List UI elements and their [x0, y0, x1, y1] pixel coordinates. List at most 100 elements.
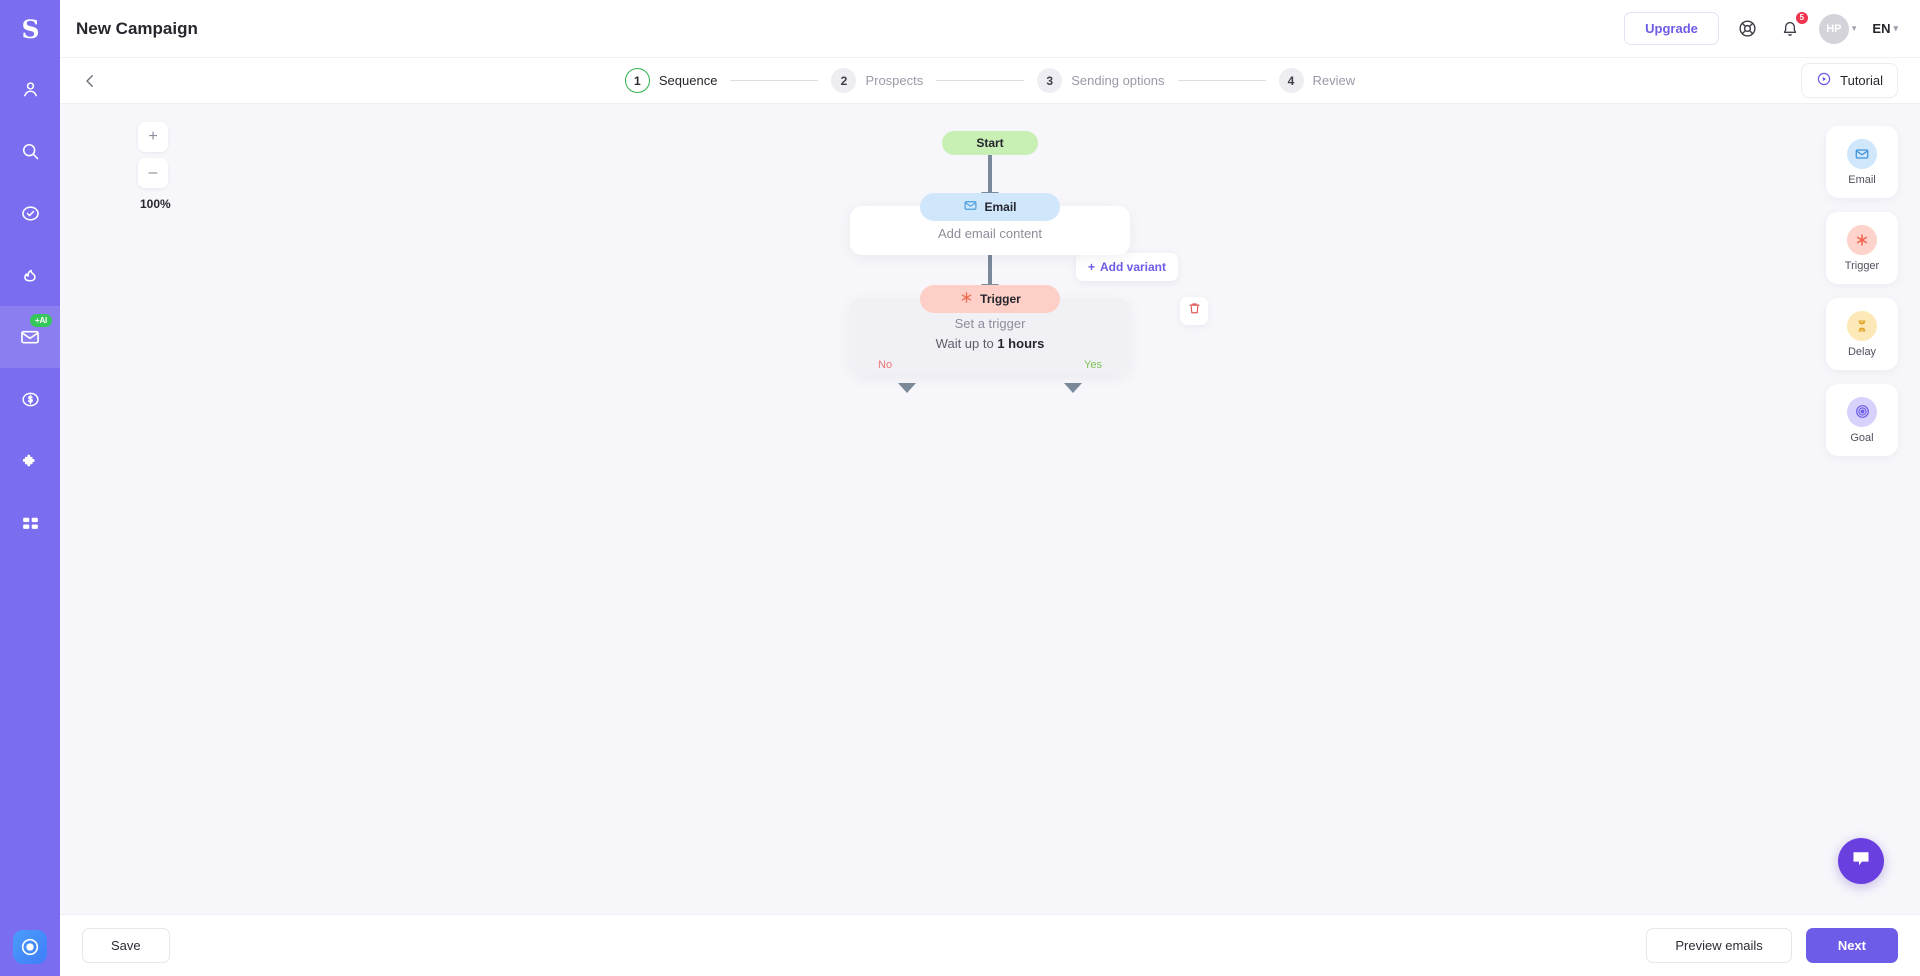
start-label: Start — [976, 136, 1004, 150]
header-actions: Upgrade 5 HP ▾ EN ▾ — [1624, 10, 1898, 45]
next-button[interactable]: Next — [1805, 928, 1898, 963]
app-logo[interactable]: S — [21, 14, 39, 44]
trigger-branch-labels: No Yes — [850, 351, 1130, 371]
rail-item-contacts[interactable] — [0, 58, 60, 120]
zoom-controls: + – 100% — [138, 122, 171, 211]
footer-actions: Preview emails Next — [1646, 928, 1898, 963]
wait-value[interactable]: 1 hours — [997, 336, 1045, 351]
bell-icon[interactable]: 5 — [1777, 10, 1809, 42]
palette-item-goal[interactable]: Goal — [1826, 384, 1898, 456]
stepper: 1 Sequence 2 Prospects 3 Sending options… — [60, 68, 1920, 93]
palette-label: Goal — [1850, 431, 1874, 444]
rail-item-integrations[interactable] — [0, 430, 60, 492]
palette-label: Email — [1848, 173, 1876, 186]
tutorial-label: Tutorial — [1840, 73, 1883, 88]
grid-icon — [20, 513, 41, 534]
step-review[interactable]: 4 Review — [1278, 68, 1356, 93]
asterisk-icon — [959, 290, 974, 308]
preview-emails-button[interactable]: Preview emails — [1646, 928, 1792, 963]
wait-prefix-label: Wait up to — [935, 336, 994, 351]
palette-item-trigger[interactable]: Trigger — [1826, 212, 1898, 284]
asterisk-icon — [1847, 224, 1877, 255]
main-column: New Campaign Upgrade 5 HP ▾ EN ▾ — [60, 0, 1920, 976]
envelope-icon — [963, 198, 978, 216]
language-label: EN — [1872, 21, 1891, 36]
puzzle-icon — [20, 451, 41, 472]
trigger-node-card[interactable]: Set a trigger Wait up to 1 hours No Yes — [850, 298, 1130, 375]
arrow-left-icon[interactable] — [76, 67, 104, 95]
plus-icon: + — [1087, 260, 1095, 274]
zoom-in-button[interactable]: + — [138, 122, 168, 152]
search-icon — [20, 141, 41, 162]
chat-bubble-icon — [1849, 847, 1873, 876]
trigger-node-label: Trigger — [980, 292, 1021, 306]
connector-start-to-email — [988, 155, 992, 193]
trigger-node-placeholder: Set a trigger — [954, 316, 1026, 331]
rail-item-activity[interactable] — [0, 244, 60, 306]
rail-item-tasks[interactable] — [0, 182, 60, 244]
rail-bottom-widget[interactable] — [0, 930, 60, 964]
step-prospects[interactable]: 2 Prospects — [831, 68, 923, 93]
branch-no-label: No — [878, 359, 893, 371]
node-email[interactable]: Email Add email content + Add variant — [850, 193, 1178, 281]
trash-icon — [1187, 301, 1202, 321]
email-node-card[interactable]: Add email content — [850, 206, 1130, 255]
trigger-wait-row[interactable]: Wait up to 1 hours — [850, 336, 1130, 351]
footer-bar: Save Preview emails Next — [60, 914, 1920, 976]
flow-graph: Start Email Add email content + Add vari… — [850, 131, 1208, 393]
lifebuoy-icon[interactable] — [1735, 16, 1761, 42]
top-header: New Campaign Upgrade 5 HP ▾ EN ▾ — [60, 0, 1920, 58]
step-label: Review — [1312, 73, 1356, 88]
delete-trigger-button[interactable] — [1180, 297, 1208, 325]
hourglass-icon — [1847, 310, 1877, 341]
save-button[interactable]: Save — [82, 928, 170, 963]
avatar[interactable]: HP — [1818, 13, 1849, 44]
chat-support-button[interactable] — [1838, 838, 1884, 884]
rail-item-campaigns[interactable]: +AI — [0, 306, 60, 368]
tutorial-button[interactable]: Tutorial — [1801, 63, 1898, 98]
trigger-branch-arrows — [850, 375, 1130, 393]
node-start[interactable]: Start — [942, 131, 1038, 155]
record-icon — [13, 930, 47, 964]
node-trigger[interactable]: Trigger Set a trigger Wait up to 1 hours… — [850, 285, 1208, 375]
step-number: 2 — [831, 68, 857, 93]
ai-badge: +AI — [30, 314, 53, 327]
envelope-icon — [19, 326, 41, 348]
palette-label: Trigger — [1844, 259, 1880, 272]
person-icon — [20, 79, 41, 100]
palette-item-delay[interactable]: Delay — [1826, 298, 1898, 370]
rail-item-apps[interactable] — [0, 492, 60, 554]
palette-item-email[interactable]: Email — [1826, 126, 1898, 198]
envelope-icon — [1847, 138, 1877, 169]
trigger-node-pill[interactable]: Trigger — [920, 285, 1060, 313]
step-divider — [1177, 80, 1266, 81]
branch-no-arrow — [898, 383, 916, 393]
zoom-level: 100% — [140, 197, 171, 211]
language-selector[interactable]: EN ▾ — [1872, 21, 1898, 36]
zoom-out-button[interactable]: – — [138, 158, 168, 188]
check-circle-icon — [20, 203, 41, 224]
step-divider — [730, 80, 819, 81]
rail-item-billing[interactable] — [0, 368, 60, 430]
step-label: Sending options — [1071, 73, 1165, 88]
target-icon — [1847, 396, 1877, 427]
connector-email-to-trigger — [988, 255, 992, 285]
step-sending-options[interactable]: 3 Sending options — [1037, 68, 1165, 93]
palette-label: Delay — [1847, 345, 1877, 358]
chevron-down-icon: ▾ — [1893, 23, 1898, 33]
add-variant-label: Add variant — [1099, 260, 1166, 274]
step-number: 1 — [624, 68, 650, 93]
upgrade-button[interactable]: Upgrade — [1624, 12, 1719, 45]
dollar-circle-icon — [20, 389, 41, 410]
branch-yes-arrow — [1064, 383, 1082, 393]
step-sequence[interactable]: 1 Sequence — [624, 68, 718, 93]
sequence-canvas[interactable]: + – 100% Start Email Add email content — [60, 104, 1920, 914]
add-variant-button[interactable]: + Add variant — [1075, 253, 1178, 281]
flame-icon — [20, 265, 41, 286]
notification-badge: 5 — [1794, 10, 1809, 25]
rail-item-search[interactable] — [0, 120, 60, 182]
email-node-pill[interactable]: Email — [920, 193, 1060, 221]
left-nav-rail: S +AI — [0, 0, 60, 976]
user-menu[interactable]: HP ▾ — [1818, 13, 1856, 44]
step-label: Sequence — [658, 73, 718, 88]
